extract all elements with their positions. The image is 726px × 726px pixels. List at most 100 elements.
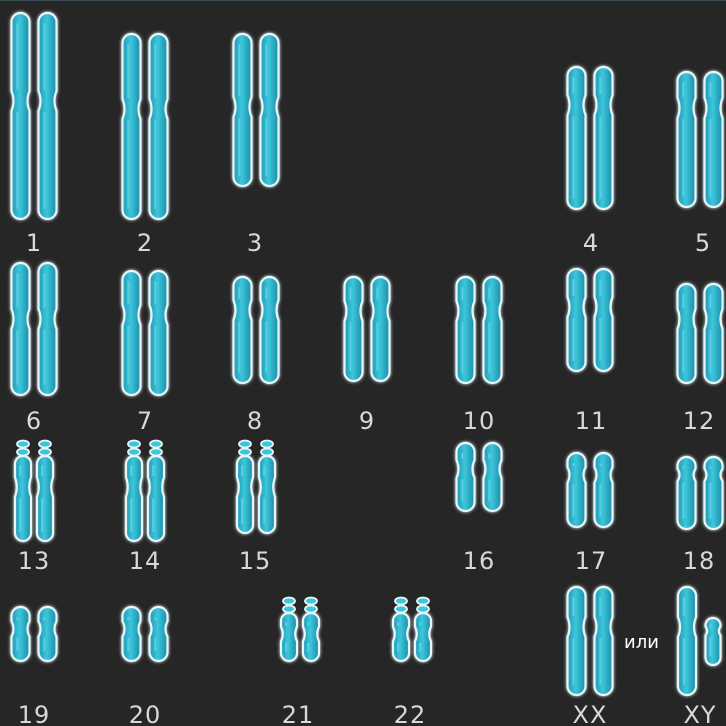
chromatid-4-a <box>568 67 586 209</box>
chromatid-5-b <box>705 72 723 207</box>
chromosome-pair-8 <box>234 277 279 383</box>
chromatid-1-b <box>39 13 57 219</box>
chromatid-12-a <box>678 284 696 383</box>
chromosome-label-22: 22 <box>394 701 427 726</box>
chromatid-xx-a <box>568 587 586 695</box>
chromosome-label-13: 13 <box>18 547 51 575</box>
chromosome-pair-15 <box>237 441 275 534</box>
chromosome-pair-10 <box>457 277 502 383</box>
chromatid-2-a <box>123 34 141 219</box>
chromatid-16-b <box>484 443 502 511</box>
chromosome-label-11: 11 <box>575 407 608 435</box>
chromatid-10-b <box>484 277 502 383</box>
chromosome-label-1: 1 <box>26 229 42 257</box>
chromosome-pair-21 <box>281 598 319 662</box>
satellite-knob <box>128 441 140 448</box>
satellite-knob <box>395 606 407 613</box>
chromatid-17-b <box>595 453 613 527</box>
satellite-knob <box>283 598 295 605</box>
chromatid-6-a <box>12 263 30 395</box>
chromosome-pair-20 <box>123 607 168 661</box>
chromosome-label-18: 18 <box>683 547 716 575</box>
satellite-knob <box>39 449 51 456</box>
chromatid-15-a <box>237 456 253 533</box>
chromosome-label-17: 17 <box>575 547 608 575</box>
chromatid-8-b <box>261 277 279 383</box>
chromosome-label-4: 4 <box>583 229 599 257</box>
chromosome-label-16: 16 <box>463 547 496 575</box>
chromosome-label-xy: XY <box>683 701 716 726</box>
chromatid-3-a <box>234 34 252 186</box>
chromatid-14-a <box>126 456 142 541</box>
chromosome-label-2: 2 <box>137 229 153 257</box>
chromosome-label-12: 12 <box>683 407 716 435</box>
chromatid-16-a <box>457 443 475 511</box>
chromosome-pair-19 <box>12 607 57 661</box>
chromosome-pair-17 <box>568 453 613 527</box>
chromatid-22-a <box>393 613 409 661</box>
chromatid-6-b <box>39 263 57 395</box>
chromosome-pair-11 <box>568 269 613 371</box>
chromatid-3-b <box>261 34 279 186</box>
chromosome-pair-16 <box>457 443 502 511</box>
chromatid-x <box>678 587 696 695</box>
satellite-knob <box>17 449 29 456</box>
chromatid-11-b <box>595 269 613 371</box>
chromosome-pair-7 <box>123 271 168 395</box>
satellite-knob <box>239 441 251 448</box>
chromosome-pair-2 <box>123 34 168 219</box>
satellite-knob <box>150 449 162 456</box>
chromatid-9-b <box>372 277 390 381</box>
satellite-knob <box>305 606 317 613</box>
chromosome-pair-12 <box>678 284 723 383</box>
chromosome-pair-3 <box>234 34 279 186</box>
chromosome-label-8: 8 <box>247 407 263 435</box>
chromosome-label-xx: XX <box>573 701 608 726</box>
chromosome-pair-xy <box>678 587 721 695</box>
chromatid-7-b <box>150 271 168 395</box>
chromosome-pair-xx <box>568 587 613 695</box>
chromosome-label-5: 5 <box>695 229 711 257</box>
chromatid-13-b <box>37 456 53 541</box>
chromosome-pair-9 <box>345 277 390 381</box>
chromatid-19-a <box>12 607 30 661</box>
satellite-knob <box>261 449 273 456</box>
chromatid-15-b <box>259 456 275 533</box>
chromatid-19-b <box>39 607 57 661</box>
chromatid-2-b <box>150 34 168 219</box>
chromosome-pair-18 <box>678 457 723 529</box>
chromatid-20-b <box>150 607 168 661</box>
chromatid-21-a <box>281 613 297 661</box>
chromosome-label-10: 10 <box>463 407 496 435</box>
chromosome-label-15: 15 <box>239 547 272 575</box>
or-label: или <box>624 632 659 654</box>
satellite-knob <box>261 441 273 448</box>
chromatid-18-b <box>705 457 723 529</box>
chromosome-pair-14 <box>126 441 164 542</box>
chromatid-12-b <box>705 284 723 383</box>
chromosome-label-3: 3 <box>247 229 263 257</box>
chromatid-4-b <box>595 67 613 209</box>
chromatid-18-a <box>678 457 696 529</box>
chromosome-pair-5 <box>678 72 723 207</box>
chromosome-pair-13 <box>15 441 53 542</box>
chromosome-pair-6 <box>12 263 57 395</box>
satellite-knob <box>150 441 162 448</box>
chromatid-22-b <box>415 613 431 661</box>
chromosome-label-7: 7 <box>137 407 153 435</box>
satellite-knob <box>239 449 251 456</box>
chromatid-5-a <box>678 72 696 207</box>
chromosome-label-6: 6 <box>26 407 42 435</box>
satellite-knob <box>17 441 29 448</box>
chromosome-label-9: 9 <box>359 407 375 435</box>
chromatid-14-b <box>148 456 164 541</box>
satellite-knob <box>128 449 140 456</box>
chromosome-label-14: 14 <box>129 547 162 575</box>
satellite-knob <box>395 598 407 605</box>
chromatid-7-a <box>123 271 141 395</box>
chromatid-21-b <box>303 613 319 661</box>
chromatid-y <box>706 618 721 665</box>
chromatid-9-a <box>345 277 363 381</box>
